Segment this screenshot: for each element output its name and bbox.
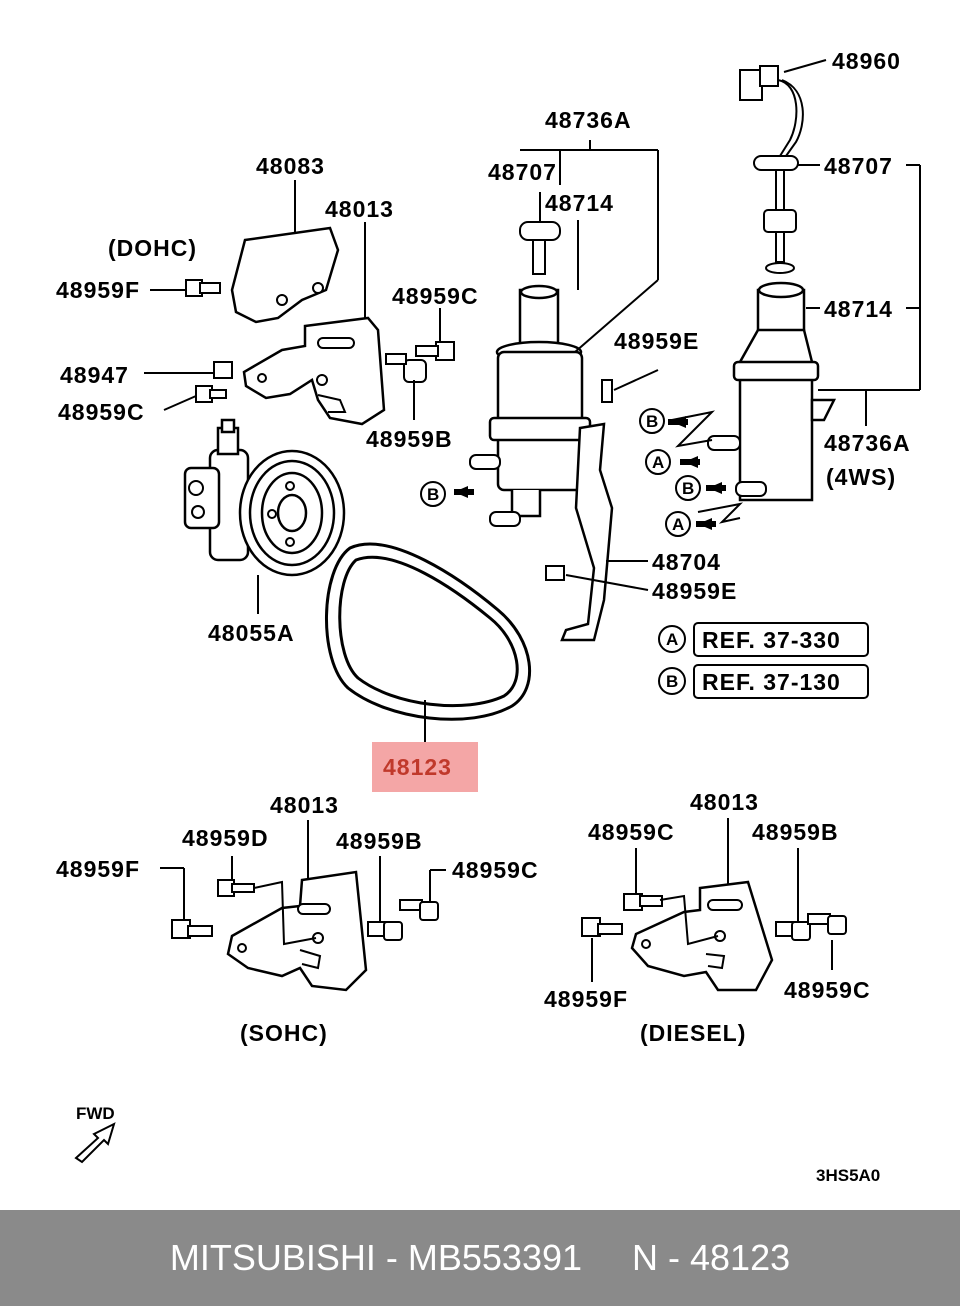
- label-48013-diesel: 48013: [690, 789, 759, 815]
- label-48736a-top: 48736A: [545, 107, 632, 133]
- dohc-bracket-group: [144, 180, 455, 426]
- label-sohc: (SOHC): [240, 1020, 328, 1046]
- label-48013-top: 48013: [325, 196, 394, 222]
- label-48959f-sohc: 48959F: [56, 856, 140, 882]
- label-48959c-left: 48959C: [58, 399, 145, 425]
- label-48959c-diesel2: 48959C: [784, 977, 871, 1003]
- label-diesel: (DIESEL): [640, 1020, 746, 1046]
- label-48959c-diesel: 48959C: [588, 819, 675, 845]
- label-48959b-top: 48959B: [366, 426, 453, 452]
- label-48959c-top: 48959C: [392, 283, 479, 309]
- label-48959e-top: 48959E: [614, 328, 699, 354]
- label-48707-left: 48707: [488, 159, 557, 185]
- marker-b-3: B: [427, 485, 439, 504]
- fwd-arrow: [74, 1122, 116, 1164]
- label-48714-right: 48714: [824, 296, 893, 322]
- label-fwd: FWD: [76, 1104, 115, 1123]
- label-48947: 48947: [60, 362, 129, 388]
- sohc-bracket-group: [160, 820, 446, 992]
- label-48123-highlighted: 48123: [383, 754, 452, 780]
- label-4ws: (4WS): [826, 464, 896, 490]
- ref-a-letter: A: [666, 630, 678, 649]
- label-48714-left: 48714: [545, 190, 614, 216]
- marker-a-1: A: [652, 453, 664, 472]
- label-48707-right: 48707: [824, 153, 893, 179]
- hose-markers: [420, 408, 744, 537]
- parts-diagram: 48960 48736A 48707 48707 48714 48714 480…: [56, 48, 921, 1185]
- label-48959b-sohc: 48959B: [336, 828, 423, 854]
- label-48055a: 48055A: [208, 620, 295, 646]
- highlight-48123: [372, 742, 478, 792]
- label-48959e-mid: 48959E: [652, 578, 737, 604]
- label-48704: 48704: [652, 549, 721, 575]
- label-48959c-sohc: 48959C: [452, 857, 539, 883]
- ref-a-text: REF. 37-330: [702, 627, 841, 653]
- v-belt: [325, 542, 532, 746]
- ref-legend: [658, 622, 869, 699]
- label-48959b-diesel: 48959B: [752, 819, 839, 845]
- label-48736a-right: 48736A: [824, 430, 911, 456]
- ref-b-letter: B: [666, 672, 678, 691]
- marker-b-1: B: [646, 412, 658, 431]
- power-steering-pump: [183, 418, 346, 614]
- label-48083: 48083: [256, 153, 325, 179]
- footer-part-number: MITSUBISHI - MB553391 N - 48123: [169, 1237, 791, 1278]
- label-48013-sohc: 48013: [270, 792, 339, 818]
- label-48959f-top: 48959F: [56, 277, 140, 303]
- marker-a-2: A: [672, 515, 684, 534]
- reservoir-left: [469, 140, 659, 642]
- label-48959d: 48959D: [182, 825, 269, 851]
- drawing-code: 3HS5A0: [816, 1166, 880, 1185]
- label-48960: 48960: [832, 48, 901, 74]
- label-dohc: (DOHC): [108, 235, 197, 261]
- reservoir-4ws: [707, 59, 921, 502]
- diesel-bracket-group: [581, 818, 847, 992]
- ref-b-text: REF. 37-130: [702, 669, 841, 695]
- label-48959f-diesel: 48959F: [544, 986, 628, 1012]
- footer-bar: MITSUBISHI - MB553391 N - 48123: [0, 1210, 960, 1306]
- marker-b-2: B: [682, 479, 694, 498]
